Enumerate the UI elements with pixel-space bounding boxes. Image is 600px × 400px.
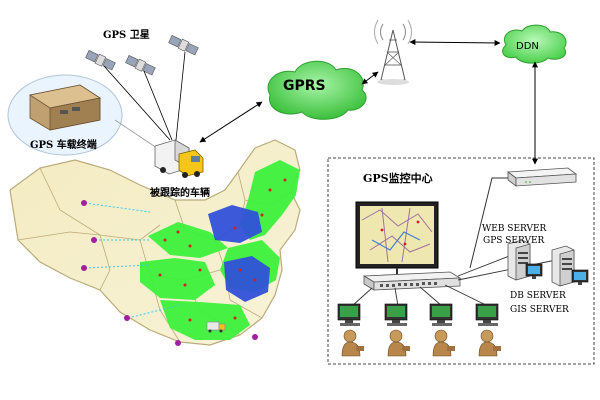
monitor-display-icon — [355, 201, 439, 276]
terminal-label: GPS 车载终端 — [30, 140, 97, 151]
terminal-device-icon — [7, 74, 123, 156]
gprs-tower-link — [361, 71, 379, 85]
switch-workstation-links — [351, 284, 489, 307]
ddn-cloud-icon — [502, 24, 567, 64]
router-switch-link — [469, 177, 508, 269]
router-icon — [506, 167, 578, 187]
map-points — [81, 200, 258, 346]
truck-icon — [154, 139, 204, 178]
antenna-tower-icon — [374, 19, 412, 85]
gprs-label: GPRS — [283, 78, 326, 94]
workstation-icon — [337, 303, 499, 326]
gprs-cloud-icon — [267, 60, 367, 120]
ddn-label: DDN — [516, 41, 539, 52]
gps-server-label: GPS SERVER — [483, 236, 545, 246]
monitor-center-label: GPS监控中心 — [363, 172, 433, 185]
switch-server-links — [457, 254, 557, 281]
tracked-vehicle-label: 被跟踪的车辆 — [150, 188, 210, 199]
truck-gprs-link — [199, 101, 263, 143]
satellite-label: GPS 卫星 — [103, 30, 150, 41]
terminal-pointer — [114, 119, 161, 151]
satellite-icon — [85, 35, 199, 76]
map-links — [84, 202, 181, 319]
db-server-label: DB SERVER — [510, 291, 566, 301]
tower-ddn-link — [409, 39, 501, 46]
monitor-center-frame — [327, 157, 595, 365]
switch-icon — [362, 271, 462, 291]
gis-server-label: GIS SERVER — [510, 305, 569, 315]
server-icon — [507, 239, 589, 287]
operator-icon — [341, 329, 501, 357]
web-server-label: WEB SERVER — [482, 224, 547, 234]
map-truck-icon — [206, 321, 226, 333]
satellite-links — [103, 51, 186, 141]
